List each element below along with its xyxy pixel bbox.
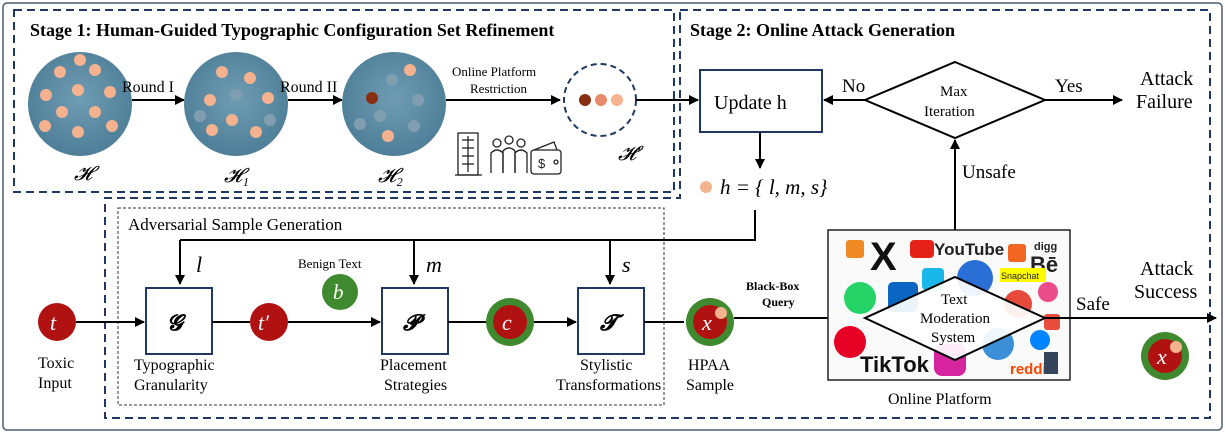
toxic-input-line2: Input [38, 375, 72, 392]
whatsapp-icon [844, 282, 876, 314]
people-icon [490, 135, 528, 173]
tumblr-icon [1044, 352, 1058, 374]
query-line2: Query [762, 295, 795, 309]
restriction-line2: Restriction [470, 81, 528, 96]
typo-line1: Typographic [134, 357, 215, 374]
G-symbol: 𝓖 [167, 310, 187, 335]
attack-failure-line2: Failure [1136, 91, 1193, 113]
moderation-diamond [862, 275, 1048, 362]
typo-line2: Granularity [134, 377, 208, 394]
pinterest-icon [834, 326, 866, 358]
unsafe-label: Unsafe [962, 162, 1016, 183]
moderation-line2: Moderation [920, 311, 990, 327]
attack-success-line1: Attack [1140, 258, 1193, 280]
stage2-box [104, 9, 1211, 419]
hpaa-node-dot [715, 307, 727, 319]
set-h-prime [563, 63, 637, 137]
set-h [28, 52, 132, 156]
update-h-label: Update h [714, 92, 787, 114]
round1-label: Round I [122, 79, 174, 96]
placement-line1: Placement [380, 357, 447, 374]
tiktok-label: TikTok [860, 352, 930, 377]
messenger-icon [1030, 330, 1050, 350]
c-node-inner [493, 305, 527, 339]
h-dot [700, 181, 712, 193]
t-prime-node [250, 303, 288, 341]
set-h-prime-label: 𝓗′ [618, 143, 644, 165]
hpaa-line2: Sample [686, 377, 734, 394]
snapchat-label: Snapchat [1001, 271, 1040, 281]
placement-strategies-box [381, 287, 449, 355]
stage1-title: Stage 1: Human-Guided Typographic Config… [30, 20, 554, 40]
l-label: l [196, 252, 202, 277]
set-h-label: 𝓗 [74, 163, 100, 185]
stage1-box [13, 9, 675, 193]
query-line1: Black-Box [746, 279, 799, 293]
stylistic-transformations-box [577, 287, 645, 355]
typographic-granularity-box [145, 287, 213, 355]
youtube-label: YouTube [934, 240, 1004, 259]
moderation-line1: Text [941, 292, 968, 308]
max-iteration-line2: Iteration [924, 104, 975, 120]
success-x-symbol: x [1156, 344, 1167, 369]
benign-node [322, 274, 358, 310]
safe-label: Safe [1076, 294, 1110, 315]
hpaa-line1: HPAA [688, 357, 731, 374]
set-h2 [342, 52, 446, 156]
blogger-icon [1008, 244, 1026, 262]
misc-icon [1044, 314, 1060, 330]
toxic-input-line1: Toxic [38, 355, 74, 372]
round2-label: Round II [280, 79, 337, 96]
s-label: s [622, 252, 631, 277]
svg-text:$: $ [538, 156, 546, 171]
set-h1-label: 𝓗₁ [224, 165, 250, 187]
set-h1 [184, 52, 288, 156]
attack-failure-line1: Attack [1140, 68, 1193, 90]
restriction-line1: Online Platform [452, 64, 536, 79]
digg-label: digg [1034, 241, 1057, 253]
moderation-line3: System [931, 330, 976, 346]
x-logo-icon: X [870, 235, 897, 279]
c-symbol: c [502, 310, 512, 335]
reddit-label: reddit [1010, 361, 1052, 378]
t-symbol: t [50, 310, 57, 335]
x-symbol: x [701, 310, 712, 335]
dribbble-icon [1038, 282, 1058, 302]
stylistic-line1: Stylistic [580, 357, 632, 374]
stylistic-line2: Transformations [556, 377, 661, 394]
wallet-icon: $ [530, 141, 562, 175]
h-definition: h = { l, m, s} [720, 175, 828, 199]
m-label: m [426, 252, 442, 277]
attack-success-line2: Success [1134, 281, 1198, 303]
placement-line2: Strategies [384, 377, 447, 394]
benign-text-label: Benign Text [298, 256, 362, 271]
stage2-title: Stage 2: Online Attack Generation [690, 20, 955, 40]
set-h2-label: 𝓗₂ [378, 165, 404, 187]
max-iteration-line1: Max [940, 84, 968, 100]
building-icon [455, 132, 482, 176]
config-bus [180, 210, 756, 241]
t-prime-symbol: t′ [258, 310, 270, 335]
no-label: No [842, 76, 865, 97]
asg-box [117, 207, 665, 406]
rss-icon [846, 240, 864, 258]
max-iteration-diamond [862, 60, 1048, 140]
yes-label: Yes [1055, 76, 1083, 97]
success-node-dot [1170, 341, 1182, 353]
b-symbol: b [333, 280, 344, 304]
asg-title: Adversarial Sample Generation [128, 215, 343, 234]
snapchat-icon [1000, 268, 1046, 282]
toxic-input-node [38, 303, 76, 341]
youtube-icon [910, 240, 934, 258]
online-platform-label: Online Platform [888, 391, 992, 408]
